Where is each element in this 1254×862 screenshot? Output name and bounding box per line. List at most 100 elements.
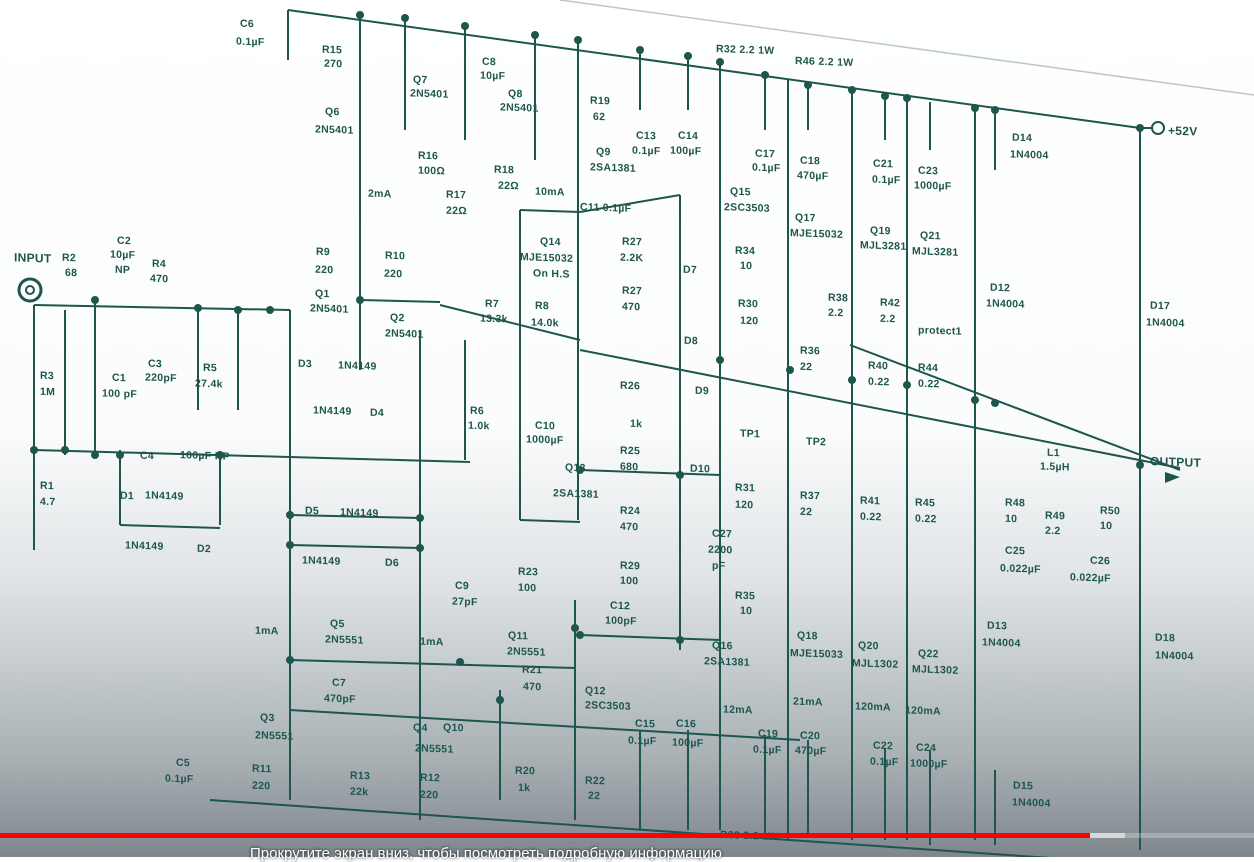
junction-dot xyxy=(416,514,424,522)
component-designator: D6 xyxy=(385,556,400,570)
junction-dot xyxy=(571,624,579,632)
junction-dot xyxy=(881,92,889,100)
junction-dot xyxy=(401,14,409,22)
component-value: 0.1µF xyxy=(753,743,782,757)
wire xyxy=(359,299,441,303)
component-designator: R37 xyxy=(800,489,821,503)
component-value: 1mA xyxy=(420,635,444,649)
component-value: 2N5401 xyxy=(410,87,449,101)
wire xyxy=(289,544,421,549)
component-designator: R17 xyxy=(446,188,467,202)
junction-dot xyxy=(574,36,582,44)
component-designator: R44 xyxy=(918,361,939,375)
component-value: 0.22 xyxy=(918,377,940,391)
progress-played xyxy=(0,833,1090,838)
component-designator: R21 xyxy=(522,663,543,677)
component-value: 22 xyxy=(588,789,601,803)
component-value: 470µF xyxy=(797,169,829,183)
component-value: 1N4149 xyxy=(125,539,164,553)
component-designator: R46 2.2 1W xyxy=(795,54,854,70)
junction-dot xyxy=(991,399,999,407)
component-value: 22 xyxy=(800,505,813,519)
component-designator: Q10 xyxy=(443,721,464,735)
component-designator: R31 xyxy=(735,481,756,495)
component-value: 2.2K xyxy=(620,251,644,265)
component-value: pF xyxy=(712,559,726,573)
component-designator: Q8 xyxy=(508,87,523,101)
junction-dot xyxy=(676,636,684,644)
component-value: On H.S xyxy=(533,267,570,281)
component-value: 22Ω xyxy=(498,179,519,193)
component-designator: R35 xyxy=(735,589,756,603)
component-designator: D14 xyxy=(1012,131,1033,145)
component-designator: Q17 xyxy=(795,211,816,225)
junction-dot xyxy=(903,94,911,102)
component-designator: D17 xyxy=(1150,299,1171,313)
wire xyxy=(519,519,581,523)
component-value: 2200 xyxy=(708,543,733,557)
component-designator: Q16 xyxy=(712,639,733,653)
component-designator: D4 xyxy=(370,406,385,420)
junction-dot xyxy=(356,11,364,19)
component-value: 1N4149 xyxy=(302,554,341,568)
component-designator: R29 xyxy=(620,559,641,573)
video-progress-bar[interactable] xyxy=(0,833,1254,838)
component-designator: Q12 xyxy=(585,684,606,698)
component-designator: C14 xyxy=(678,129,699,143)
component-value: 2SA1381 xyxy=(590,161,636,175)
component-value: 1.5µH xyxy=(1040,460,1070,474)
component-value: 470 xyxy=(622,300,641,314)
component-value: 4.7 xyxy=(40,495,56,509)
component-value: 2mA xyxy=(368,187,392,201)
component-designator: R24 xyxy=(620,504,641,518)
component-designator: C7 xyxy=(332,676,347,690)
component-value: 1N4004 xyxy=(986,297,1025,311)
component-designator: D10 xyxy=(690,462,711,476)
supply-terminal-icon xyxy=(1151,121,1165,135)
component-value: 2SA1381 xyxy=(553,487,599,501)
junction-dot xyxy=(971,104,979,112)
junction-dot xyxy=(786,366,794,374)
component-designator: R22 xyxy=(585,774,606,788)
component-designator: R36 xyxy=(800,344,821,358)
junction-dot xyxy=(286,511,294,519)
component-value: 0.022µF xyxy=(1000,562,1041,576)
component-designator: C18 xyxy=(800,154,821,168)
component-value: 220 xyxy=(315,263,334,277)
component-designator: R25 xyxy=(620,444,641,458)
component-value: 220pF xyxy=(145,371,177,385)
terminal-label: INPUT xyxy=(14,250,52,266)
wire xyxy=(579,194,681,213)
component-value: 2N5401 xyxy=(315,123,354,137)
component-value: 22k xyxy=(350,785,369,799)
terminal-label: OUTPUT xyxy=(1150,454,1202,470)
component-designator: R4 xyxy=(152,257,167,271)
component-designator: C2 xyxy=(117,234,132,248)
component-value: MJE15033 xyxy=(790,647,844,661)
component-value: 0.1µF xyxy=(872,173,901,187)
component-designator: C19 xyxy=(758,727,779,741)
component-designator: Q2 xyxy=(390,311,405,325)
component-designator: Q13 xyxy=(565,461,586,475)
component-designator: Q11 xyxy=(508,629,529,643)
component-value: 10µF xyxy=(110,248,136,262)
component-designator: C16 xyxy=(676,717,697,731)
component-value: 10 xyxy=(1100,519,1113,533)
component-value: 2N5401 xyxy=(310,302,349,316)
junction-dot xyxy=(1136,461,1144,469)
component-designator: R13 xyxy=(350,769,371,783)
component-value: 21mA xyxy=(793,695,823,709)
component-value: 100 pF xyxy=(102,387,138,401)
wire xyxy=(119,524,221,529)
junction-dot xyxy=(416,544,424,552)
component-designator: R23 xyxy=(518,565,539,579)
wire xyxy=(439,304,581,341)
junction-dot xyxy=(676,471,684,479)
component-designator: C1 xyxy=(112,371,127,385)
component-value: 12mA xyxy=(723,703,753,717)
junction-dot xyxy=(848,376,856,384)
component-designator: R18 xyxy=(494,163,515,177)
component-designator: R30 xyxy=(738,297,759,311)
component-designator: R34 xyxy=(735,244,756,258)
component-value: 1N4004 xyxy=(982,636,1021,650)
